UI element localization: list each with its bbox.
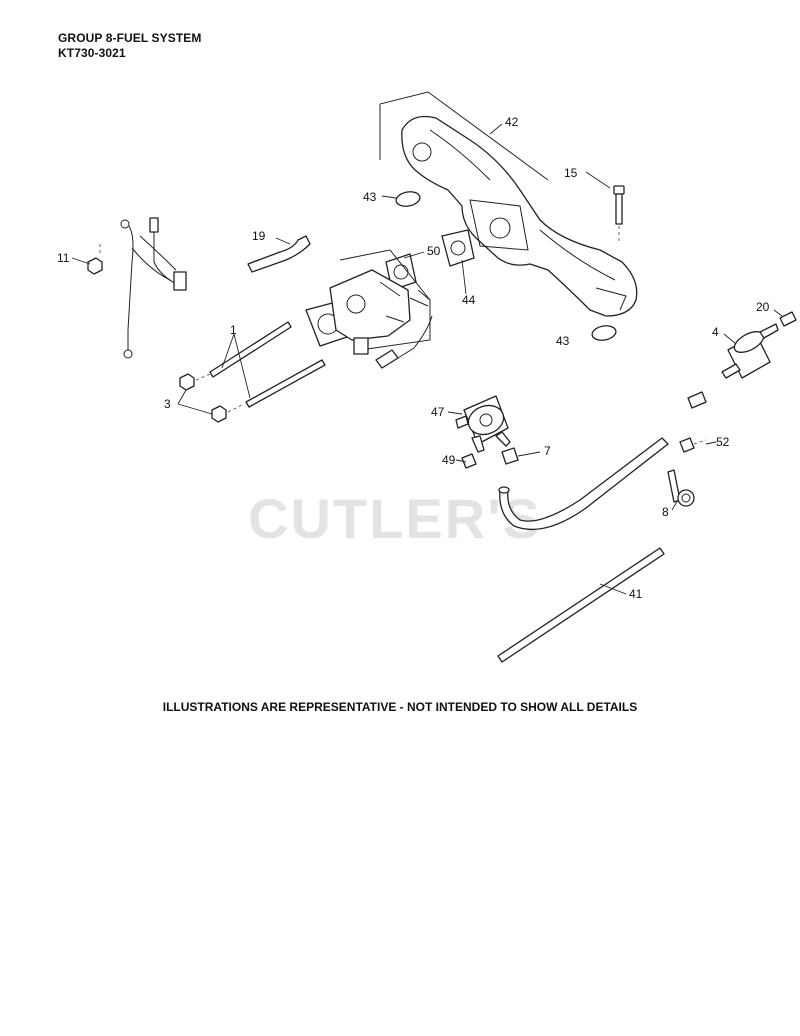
line-clip — [667, 469, 695, 507]
carburetor — [305, 249, 433, 369]
spacer-gasket — [441, 229, 475, 267]
callout-labels: 42 15 43 19 50 44 11 1 3 20 4 43 47 7 49… — [57, 115, 770, 601]
callout-52: 52 — [716, 435, 730, 449]
fuel-line-straight — [497, 547, 665, 663]
stud-nut-upper — [179, 373, 195, 391]
callout-49: 49 — [442, 453, 456, 467]
mounting-studs — [209, 321, 326, 408]
intake-manifold — [379, 91, 638, 317]
manifold-gasket-lower — [591, 325, 617, 341]
diagram-title: GROUP 8-FUEL SYSTEM — [58, 31, 202, 45]
manifold-bolt — [613, 185, 625, 244]
callout-15: 15 — [564, 166, 578, 180]
callout-3: 3 — [164, 397, 171, 411]
vent-hose — [247, 235, 311, 273]
manifold-gasket-upper — [395, 191, 421, 207]
callout-11: 11 — [57, 251, 70, 265]
hose-clamp — [687, 391, 707, 409]
fuel-pump — [455, 395, 511, 453]
callout-7: 7 — [544, 444, 551, 458]
watermark: CUTLER'S — [248, 487, 542, 550]
disclaimer-text: ILLUSTRATIONS ARE REPRESENTATIVE - NOT I… — [162, 700, 638, 714]
fuel-line — [499, 437, 669, 530]
model-number: KT730-3021 — [58, 46, 126, 60]
leader-lines — [71, 123, 783, 595]
callout-4: 4 — [712, 325, 719, 339]
callout-20: 20 — [756, 300, 770, 314]
elbow-fitting — [679, 437, 695, 453]
callout-19: 19 — [252, 229, 266, 243]
fuel-line-clamp — [501, 447, 519, 465]
hose-fitting — [779, 311, 797, 327]
callout-8: 8 — [662, 505, 669, 519]
callout-1: 1 — [230, 323, 237, 337]
callout-50: 50 — [427, 244, 441, 258]
callout-47: 47 — [431, 405, 445, 419]
wiring-harness — [87, 217, 187, 359]
fuel-filter — [721, 323, 779, 379]
callout-42: 42 — [505, 115, 519, 129]
callout-43-upper: 43 — [363, 190, 377, 204]
pump-cap — [461, 453, 477, 469]
callout-43-lower: 43 — [556, 334, 570, 348]
callout-44: 44 — [462, 293, 476, 307]
stud-nut-lower — [211, 405, 227, 423]
callout-41: 41 — [629, 587, 643, 601]
